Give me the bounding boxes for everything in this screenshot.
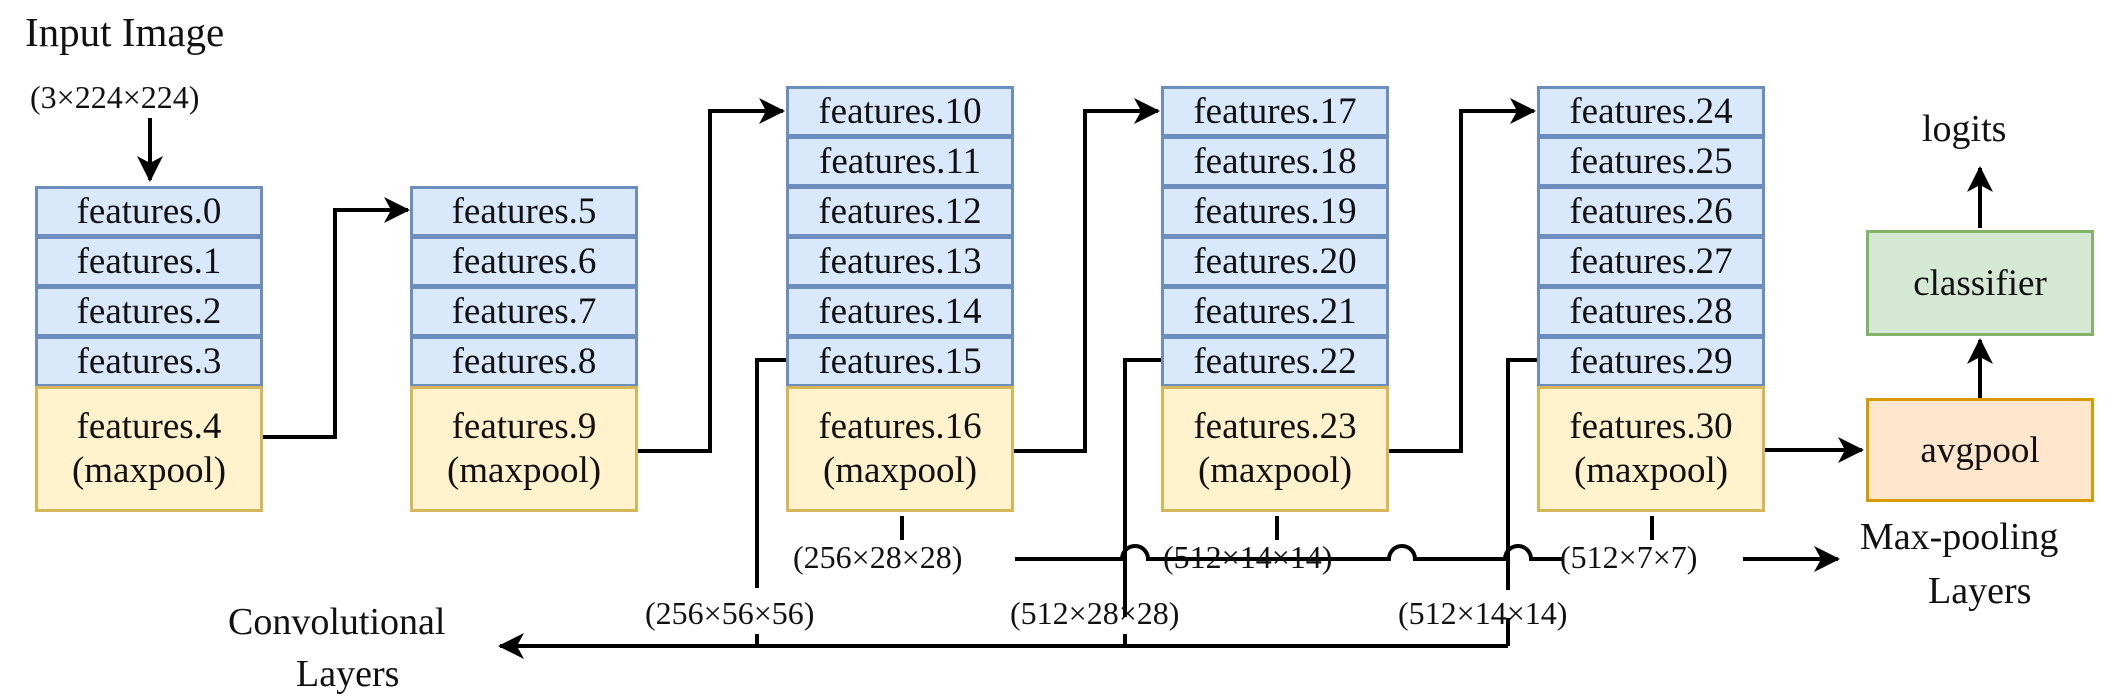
maxpool-layer-name: features.30 [1569,405,1733,447]
input-shape-label: (3×224×224) [30,79,200,115]
maxpool-layer-box: features.9 (maxpool) [410,386,638,512]
maxpool-layer-name: features.23 [1193,405,1357,447]
pool-output-shape: (256×28×28) [793,539,963,575]
pool-bus [1015,544,1563,561]
conv-output-shape: (512×28×28) [1010,595,1180,631]
maxpool-layer-name: features.4 [76,405,222,447]
conv-layer-box: features.17 [1161,86,1389,137]
conv-layer-box: features.12 [786,186,1014,237]
conv-tap-1 [755,358,786,588]
conv-output-shape: (512×14×14) [1398,595,1568,631]
maxpool-layer-type: (maxpool) [1197,450,1353,491]
conv-layer-box: features.29 [1537,336,1765,387]
maxpool-layer-type: (maxpool) [71,450,227,491]
stage2-to-stage3-arrow [637,98,785,453]
pool-output-shape: (512×14×14) [1163,539,1333,575]
maxpool-layer-box: features.23 (maxpool) [1161,386,1389,512]
conv-layer-box: features.24 [1537,86,1765,137]
conv-layer-box: features.22 [1161,336,1389,387]
conv-layer-box: features.21 [1161,286,1389,337]
avgpool-box: avgpool [1866,398,2094,502]
conv-layer-box: features.0 [35,186,263,237]
maxpool-layer-name: features.16 [818,405,982,447]
pool-output-shape: (512×7×7) [1560,539,1698,575]
stage1-to-stage2-arrow [262,197,410,439]
conv-layer-box: features.26 [1537,186,1765,237]
maxpool-layer-type: (maxpool) [1573,450,1729,491]
conv-layer-box: features.1 [35,236,263,287]
maxpool-layer-box: features.16 (maxpool) [786,386,1014,512]
conv-layer-box: features.3 [35,336,263,387]
conv-layer-box: features.7 [410,286,638,337]
conv-layer-box: features.27 [1537,236,1765,287]
maxpool-layer-name: features.9 [451,405,597,447]
conv-layer-box: features.25 [1537,136,1765,187]
maxpool-layer-type: (maxpool) [446,450,602,491]
pool-legend-line2: Layers [1928,570,2032,612]
stage3-to-stage4-arrow [1012,98,1160,453]
logits-label: logits [1922,108,2007,150]
conv-layer-box: features.2 [35,286,263,337]
conv-layer-box: features.5 [410,186,638,237]
pool-legend-line1: Max-pooling [1860,516,2059,558]
conv-output-shape: (256×56×56) [645,595,815,631]
classifier-box: classifier [1866,230,2094,336]
conv-layer-box: features.18 [1161,136,1389,187]
conv-layer-box: features.10 [786,86,1014,137]
conv-layer-box: features.19 [1161,186,1389,237]
conv-legend-line2: Layers [296,653,400,695]
conv-layer-box: features.28 [1537,286,1765,337]
maxpool-layer-box: features.4 (maxpool) [35,386,263,512]
input-image-title: Input Image [25,9,225,55]
maxpool-layer-type: (maxpool) [822,450,978,491]
conv-tap-3 [1506,358,1537,590]
stage4-to-stage5-arrow [1388,98,1536,453]
conv-layer-box: features.6 [410,236,638,287]
conv-layer-box: features.14 [786,286,1014,337]
maxpool-layer-box: features.30 (maxpool) [1537,386,1765,512]
conv-layer-box: features.11 [786,136,1014,187]
conv-legend-line1: Convolutional [228,601,446,643]
conv-layer-box: features.13 [786,236,1014,287]
conv-layer-box: features.15 [786,336,1014,387]
conv-layer-box: features.8 [410,336,638,387]
conv-layer-box: features.20 [1161,236,1389,287]
conv-tap-2 [1123,358,1161,617]
